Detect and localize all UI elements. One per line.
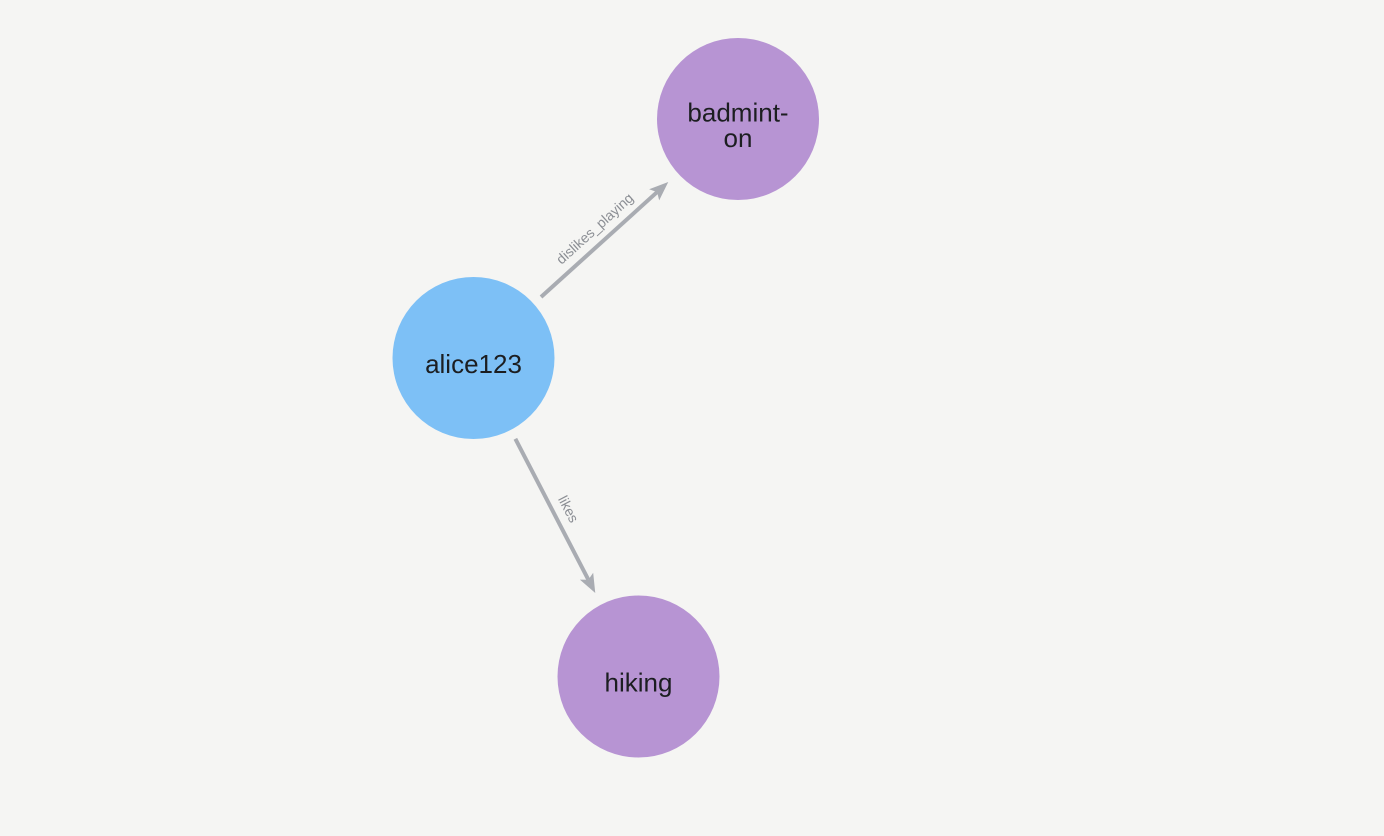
arrowhead-icon [649,182,669,201]
edge-label-dislikes_playing[interactable]: dislikes_playing [553,190,636,268]
arrowhead-icon [579,572,596,594]
node-circle-hiking[interactable] [557,595,720,758]
node-circle-badminton[interactable] [657,38,819,200]
graph-node-hiking: hiking [557,595,720,758]
node-circle-alice123[interactable] [392,277,555,439]
graph-edge-likes: likes [513,437,596,594]
node-caption-line: badmint- [687,97,788,127]
node-caption-line: alice123 [425,349,522,379]
node-caption-hiking: hiking [605,668,673,698]
edge-line-likes[interactable] [513,437,591,581]
nodes-layer: alice123 badmint-on hiking [392,38,819,758]
node-caption-badminton: badmint-on [687,97,788,153]
node-caption-line: hiking [605,668,673,698]
graph-node-alice123: alice123 [392,277,555,439]
graph-edge-dislikes_playing: dislikes_playing [539,182,669,299]
node-caption-alice123: alice123 [425,349,522,379]
graph-node-badminton: badmint-on [657,38,819,200]
node-caption-line: on [724,123,753,153]
edge-line-dislikes_playing[interactable] [539,190,659,299]
